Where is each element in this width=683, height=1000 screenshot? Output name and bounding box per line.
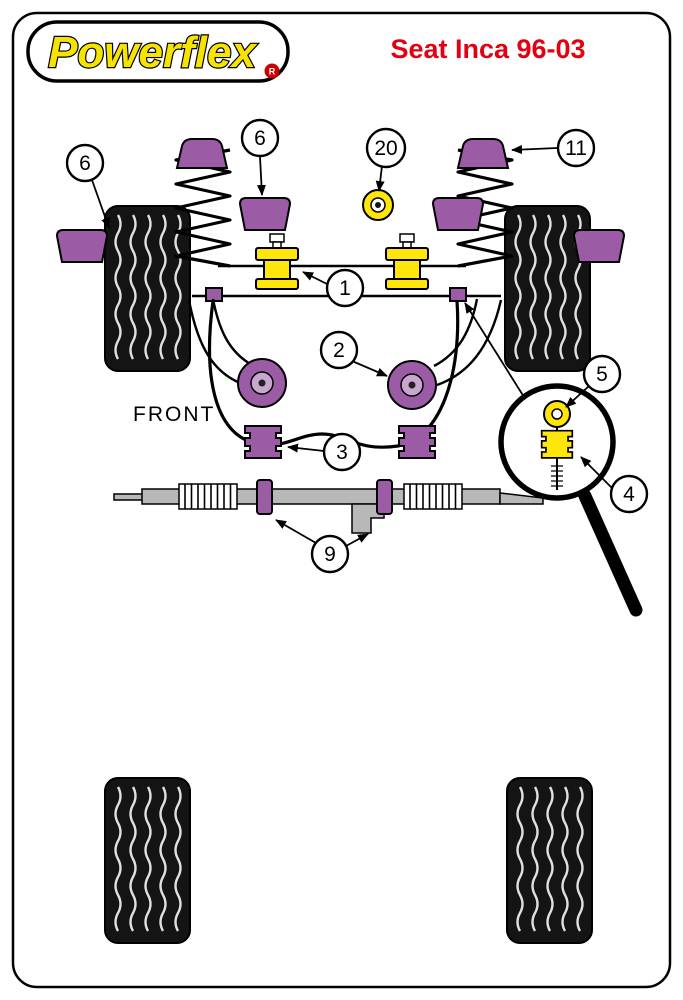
svg-text:6: 6	[79, 152, 91, 175]
subframe-mount-right	[449, 287, 467, 302]
drop-link-washer-detail	[543, 400, 571, 428]
svg-text:11: 11	[565, 137, 587, 160]
leader-1	[302, 271, 328, 285]
leader-9-right	[345, 533, 369, 547]
svg-text:9: 9	[324, 543, 336, 566]
page-title: Seat Inca 96-03	[390, 34, 585, 64]
anti-roll-bar-bush-left	[244, 425, 282, 459]
rear-wheel-right	[505, 776, 594, 945]
bump-stop-outer-right	[572, 229, 626, 263]
leader-magnifier-to-mount	[464, 302, 525, 398]
rack-bellows-right	[403, 483, 463, 510]
callout-6-outer-left: 6	[65, 143, 105, 183]
svg-text:1: 1	[339, 277, 351, 300]
lower-arm-right	[433, 298, 503, 387]
front-arm-rear-bush-left	[237, 358, 287, 408]
leader-9-left	[275, 519, 317, 544]
rear-wheel-left	[103, 776, 192, 945]
rack-bellows-left	[178, 483, 238, 510]
tie-rod-right	[499, 492, 544, 505]
callout-3: 3	[322, 432, 362, 472]
bump-stop-outer-left	[55, 229, 109, 263]
callout-11: 11	[556, 128, 596, 168]
rack-clamp-left	[256, 479, 273, 515]
anti-roll-bar-bush-right	[398, 425, 436, 459]
strut-top-mount-right	[456, 138, 510, 169]
front-arm-rear-bush-right	[387, 360, 437, 410]
strut-top-mount-left	[175, 138, 229, 169]
svg-text:4: 4	[623, 483, 635, 506]
callout-6-inner-left: 6	[240, 118, 280, 158]
registered-mark	[264, 63, 280, 79]
front-label: FRONT	[133, 403, 215, 426]
svg-text:2: 2	[333, 339, 345, 362]
leader-6-inner-left	[256, 156, 266, 196]
magnifier-handle	[578, 489, 643, 617]
leader-6-outer-left	[91, 179, 110, 229]
magnifier	[498, 383, 643, 617]
ring-bush	[362, 189, 394, 221]
leader-5	[565, 385, 590, 408]
bump-stop-inner-right	[431, 197, 485, 231]
callout-4: 4	[609, 474, 649, 514]
page-border	[11, 11, 672, 989]
svg-text:20: 20	[374, 137, 397, 160]
leader-20	[375, 165, 385, 192]
bump-stop-inner-left	[238, 197, 292, 231]
front-arm-front-bush-left	[255, 233, 299, 290]
anti-roll-bar	[207, 300, 460, 449]
registered-letter: R	[269, 67, 276, 77]
callout-1: 1	[325, 268, 365, 308]
brand-text: Powerflex	[48, 28, 257, 77]
callout-20: 20	[365, 127, 407, 169]
logo-border	[26, 20, 290, 83]
leader-11	[511, 145, 558, 155]
powerflex-logo: Powerflex R	[26, 20, 290, 83]
drop-link-bush-detail	[540, 429, 574, 459]
callout-5: 5	[582, 354, 622, 394]
steering-rack	[113, 479, 544, 534]
svg-text:6: 6	[254, 127, 266, 150]
front-arm-front-bush-right	[385, 233, 429, 290]
callout-2: 2	[319, 330, 359, 370]
leader-3	[287, 443, 325, 453]
leader-4	[580, 456, 613, 489]
svg-text:5: 5	[596, 363, 608, 386]
tie-rod-left	[113, 493, 145, 501]
callout-9: 9	[310, 534, 350, 574]
rack-clamp-right	[376, 479, 393, 515]
leader-2	[351, 360, 388, 377]
svg-text:3: 3	[336, 441, 348, 464]
